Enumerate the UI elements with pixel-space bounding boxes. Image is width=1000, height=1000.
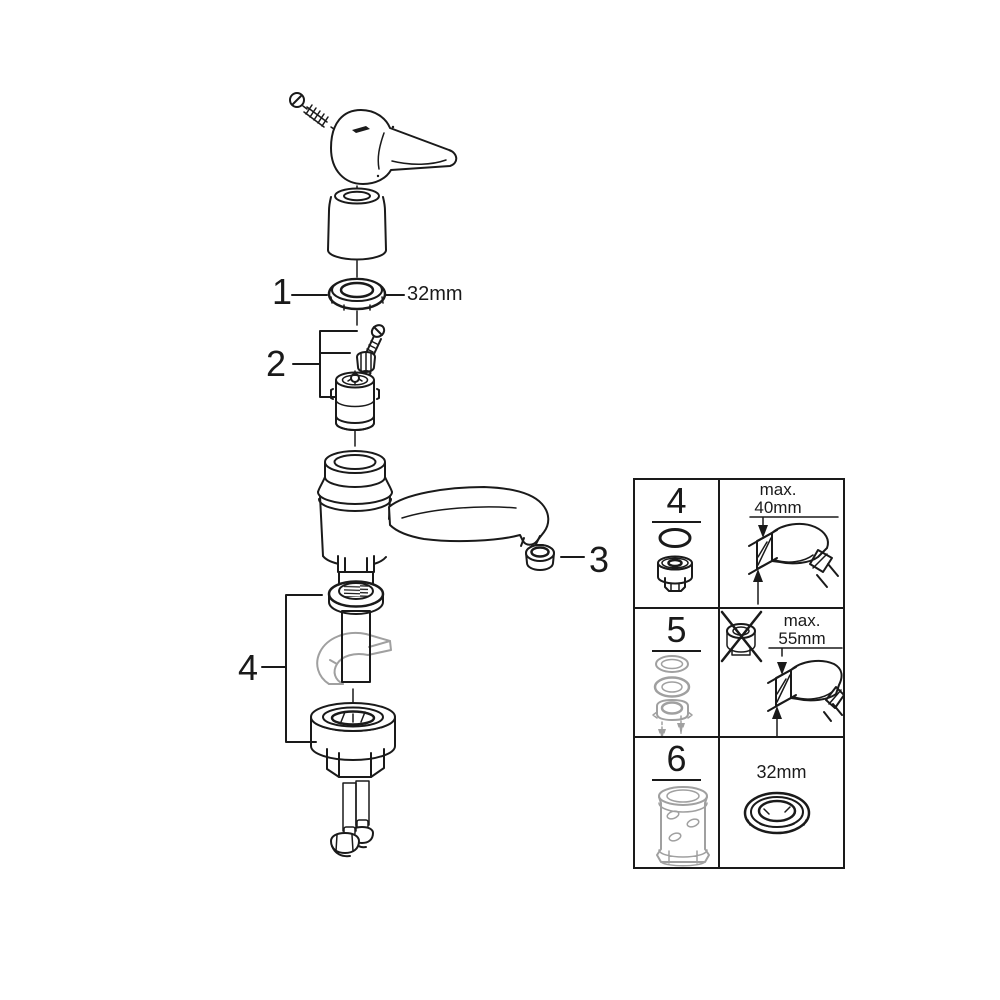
socket-tool-icon [656, 785, 710, 867]
table-cell-part5: 5 [635, 609, 720, 738]
oring-and-nut-icon [657, 527, 693, 592]
cartridge-group-part2 [292, 324, 386, 431]
part2-label: 2 [266, 343, 287, 384]
assembly-centerline [352, 185, 358, 704]
table-cell-depth40: max. 40mm [720, 480, 843, 609]
parts-table: 4 max. 40mm [633, 478, 845, 869]
aerator-part3 [525, 544, 585, 571]
cartridge-screw-icon [366, 324, 386, 355]
dimension-32mm: 32mm [756, 762, 807, 782]
part4-number: 4 [652, 482, 701, 523]
faucet-body [317, 450, 585, 571]
cartridge-icon [330, 370, 380, 431]
part1-label: 1 [272, 271, 293, 312]
seals-and-bracket-icon [652, 654, 693, 736]
cartridge-adapter-icon [356, 351, 376, 376]
part4-label: 4 [238, 647, 259, 688]
dimension-55mm: 55mm [778, 629, 826, 649]
table-cell-depth55: max. 55mm [720, 609, 843, 738]
dimension-40mm: 40mm [754, 498, 802, 518]
part5-number: 5 [652, 611, 701, 652]
spout [388, 486, 550, 547]
handle-screw-icon [289, 92, 348, 139]
crossed-out-nut-icon [720, 610, 843, 736]
table-cell-ringnut32: 32mm [720, 738, 843, 867]
part1-size-label: 32mm [407, 283, 463, 305]
ring-nut-part1 [291, 277, 405, 311]
handle-indicator-slot [352, 126, 370, 133]
mounting-bracket-icon [316, 632, 392, 685]
mounting-nut [310, 702, 396, 778]
part4-bracket [261, 594, 323, 743]
lever-handle [330, 109, 458, 185]
table-cell-part6: 6 [635, 738, 720, 867]
supply-hoses [330, 780, 374, 858]
max-label-55: max. [783, 611, 821, 630]
mounting-washer [327, 580, 385, 615]
part2-bracket [292, 330, 358, 398]
part3-label: 3 [589, 539, 610, 580]
max-label-40: max. [759, 480, 797, 499]
countertop-40mm-drawing [748, 516, 839, 605]
table-cell-part4: 4 [635, 480, 720, 609]
part6-number: 6 [652, 740, 701, 781]
dome-cap [327, 187, 387, 261]
braided-hose [341, 610, 371, 683]
ring-nut-32mm-icon [743, 791, 811, 835]
